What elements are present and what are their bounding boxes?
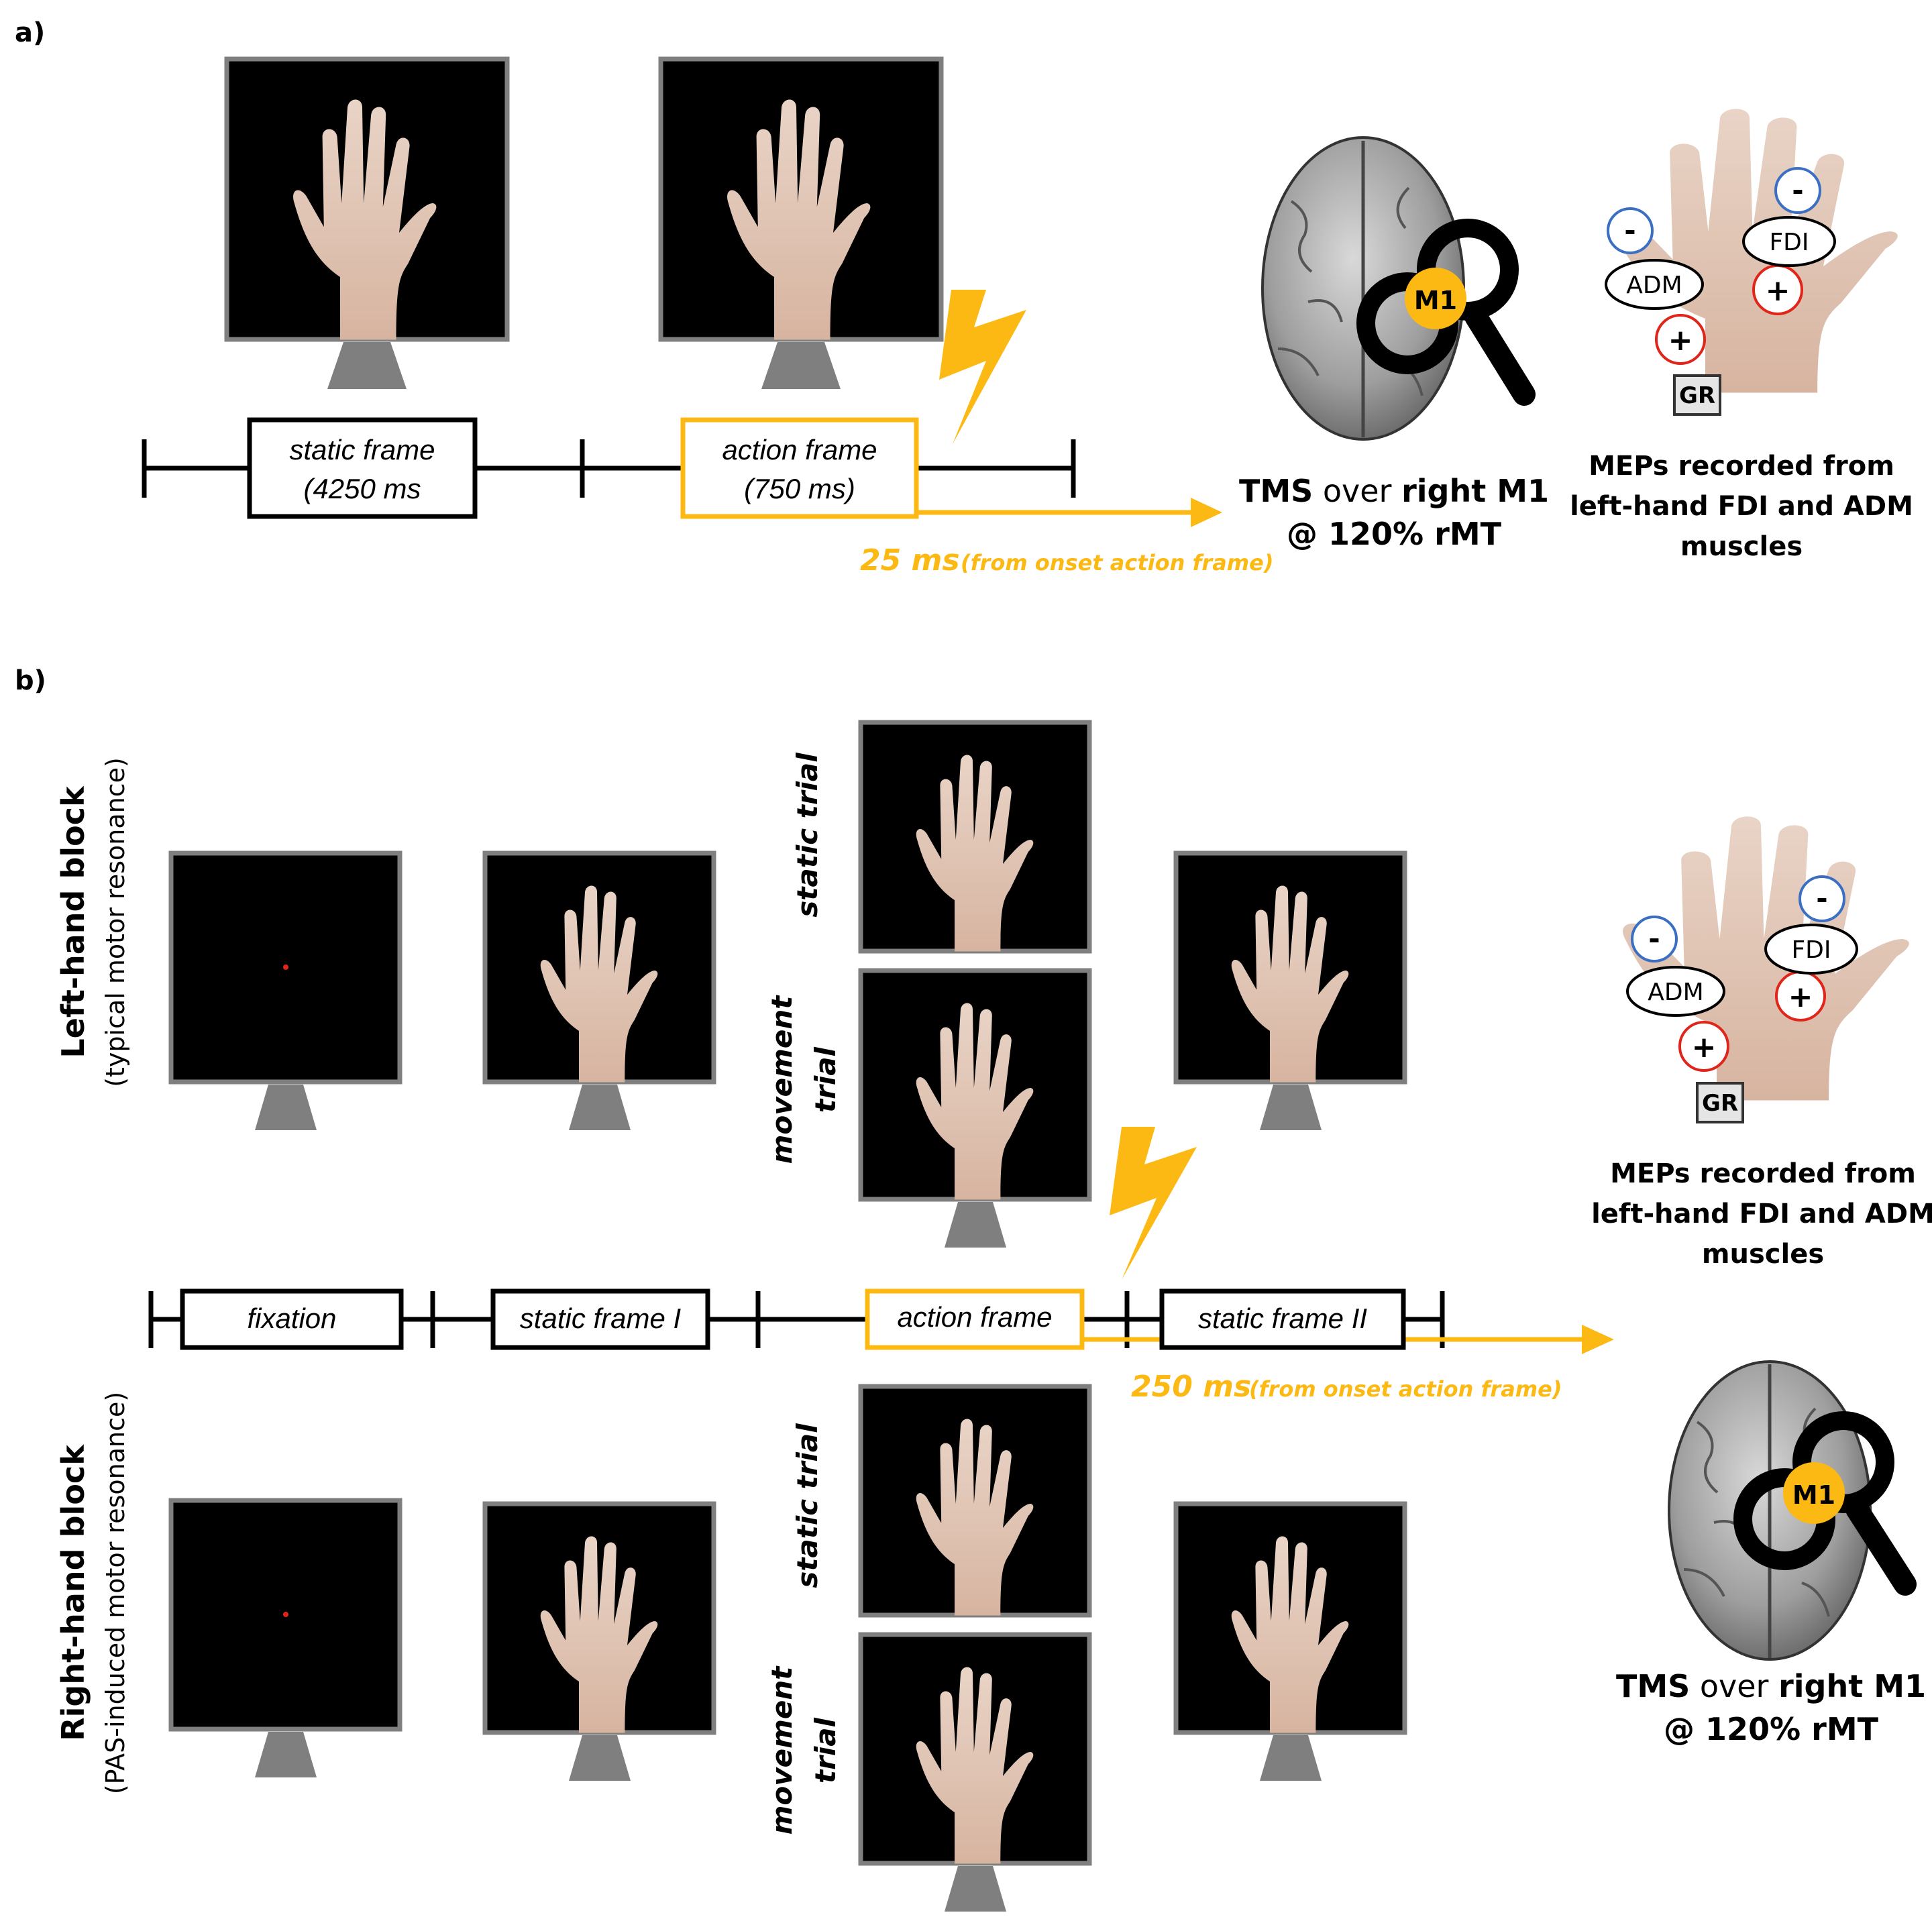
adm-label-b: ADM [1648, 979, 1703, 1006]
tms-caption-a-line1: TMS over right M1 [1239, 473, 1549, 509]
mep-caption-b-3: muscles [1702, 1239, 1824, 1270]
gr-label-b: GR [1702, 1090, 1738, 1117]
monitor-static-2-left [1173, 850, 1407, 1130]
tms-pulse-icon [1110, 1127, 1197, 1280]
fdi-label-b: FDI [1791, 936, 1831, 964]
monitor-fixation-left [168, 850, 402, 1130]
monitor-static-right [482, 1501, 716, 1781]
plus-electrode-adm-a: + [1668, 323, 1693, 357]
action-frame-label: action frame [722, 434, 877, 465]
minus-electrode-adm-a: - [1624, 214, 1635, 247]
movement-trial-label-left-2: trial [809, 1046, 842, 1113]
static-frame-box-a [247, 417, 478, 519]
gr-label-a: GR [1679, 382, 1715, 409]
right-hand-block-title: Right-hand block [55, 1444, 91, 1741]
fixation-cross-icon [283, 1612, 288, 1617]
plus-electrode-adm-b: + [1692, 1030, 1717, 1064]
monitor-static-left [482, 850, 716, 1130]
tms-caption-b-line1: TMS over right M1 [1616, 1668, 1926, 1704]
static-trial-label-right: static trial [791, 1423, 824, 1588]
left-hand-block-title: Left-hand block [55, 785, 91, 1058]
panel-a-label: a) [15, 17, 45, 48]
static-frame-1-label: static frame I [520, 1303, 682, 1334]
tms-coil-b [1733, 1411, 1917, 1596]
coil-label-a: M1 [1414, 286, 1457, 315]
fixation-label: fixation [247, 1303, 336, 1334]
mep-caption-b-2: left-hand FDI and ADM [1591, 1199, 1932, 1229]
mep-caption-a-2: left-hand FDI and ADM [1570, 491, 1913, 522]
onset-note-b: (from onset action frame) [1249, 1376, 1562, 1402]
tms-pulse-icon [939, 290, 1026, 444]
static-frame-1-box [490, 1288, 710, 1350]
static-frame-2-label: static frame II [1198, 1303, 1367, 1334]
mep-caption-a-3: muscles [1680, 531, 1803, 562]
electrodes-a [1605, 167, 1836, 416]
action-frame-label-b: action frame [897, 1301, 1052, 1333]
minus-electrode-adm-b: - [1648, 922, 1660, 955]
right-hand-block-subtitle: (PAS-induced motor resonance) [101, 1392, 130, 1794]
onset-value-b: 250 ms [1131, 1370, 1251, 1404]
monitor-movement-trial-left [858, 968, 1092, 1248]
arrow-head-a [1191, 498, 1222, 527]
fdi-label-a: FDI [1769, 229, 1809, 256]
coil-label-b: M1 [1792, 1480, 1835, 1510]
monitor-fixation-right [168, 1498, 402, 1777]
plus-electrode-fdi-a: + [1766, 274, 1790, 308]
panel-b-label: b) [15, 665, 46, 696]
static-frame-2-box [1159, 1288, 1406, 1350]
action-frame-box-a [680, 417, 919, 519]
electrodes-b [1626, 875, 1858, 1123]
monitor-static-2-right [1173, 1501, 1407, 1781]
tms-coil-a [1356, 219, 1536, 406]
static-frame-duration: (4250 ms [303, 473, 421, 504]
static-trial-label-left: static trial [791, 753, 824, 918]
mep-caption-a-1: MEPs recorded from [1589, 451, 1894, 482]
static-frame-label: static frame [289, 434, 435, 465]
left-hand-block-subtitle: (typical motor resonance) [101, 757, 130, 1087]
monitor-static-trial-left [858, 720, 1092, 954]
movement-trial-label-right-2: trial [809, 1717, 842, 1783]
tms-caption-a-line2: @ 120% rMT [1287, 516, 1502, 552]
action-frame-box-b [865, 1288, 1085, 1350]
movement-trial-label-left-1: movement [765, 995, 798, 1164]
onset-value-a: 25 ms [860, 543, 960, 577]
minus-electrode-fdi-a: - [1792, 174, 1803, 207]
monitor-movement-trial-right [858, 1632, 1092, 1912]
mep-caption-b-1: MEPs recorded from [1610, 1158, 1916, 1189]
action-frame-duration: (750 ms) [744, 473, 855, 504]
minus-electrode-fdi-b: - [1816, 882, 1827, 915]
arrow-head-b [1582, 1325, 1614, 1354]
monitor-action-a [658, 56, 944, 389]
plus-electrode-fdi-b: + [1788, 980, 1813, 1014]
onset-note-a: (from onset action frame) [961, 550, 1273, 575]
monitor-static-a [224, 56, 510, 389]
tms-caption-b-line2: @ 120% rMT [1664, 1711, 1879, 1747]
fixation-box [180, 1288, 404, 1350]
movement-trial-label-right-1: movement [765, 1665, 798, 1835]
fixation-cross-icon [283, 965, 288, 970]
monitor-static-trial-right [858, 1384, 1092, 1618]
adm-label-a: ADM [1626, 272, 1682, 299]
